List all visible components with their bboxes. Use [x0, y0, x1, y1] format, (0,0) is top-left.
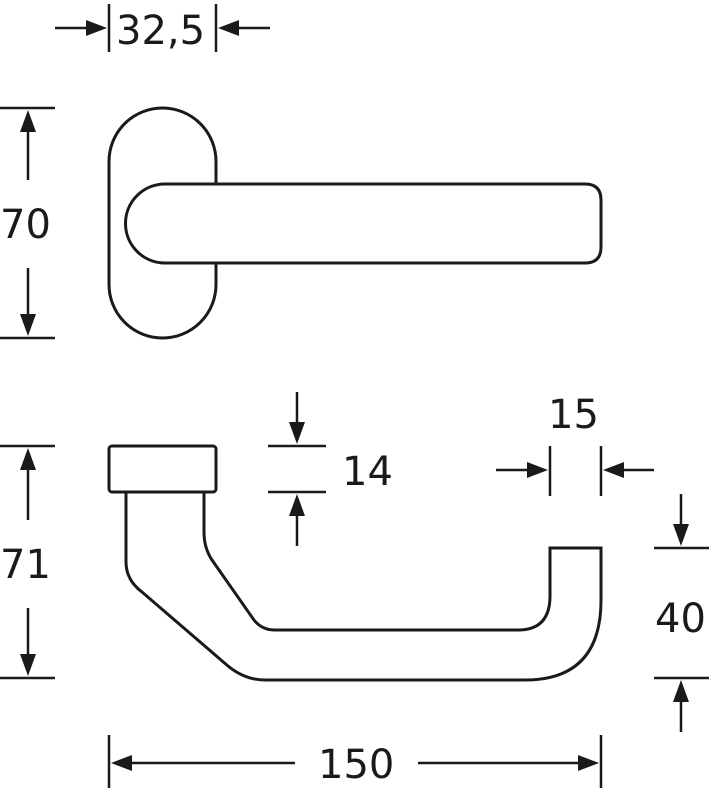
end-height-label: 40 — [655, 596, 706, 642]
grip-thickness-label: 14 — [342, 449, 393, 495]
total-length-dimension: 150 — [107, 735, 603, 788]
rose-width-dimension: 32,5 — [55, 4, 270, 54]
rose-height-label: 70 — [0, 202, 51, 248]
end-height-dimension: 40 — [654, 494, 709, 732]
arrow-up-icon — [20, 110, 36, 132]
rose-cap-side — [107, 444, 218, 494]
arrow-down-icon — [673, 524, 689, 546]
lever-side-body — [124, 488, 603, 682]
rose-width-label: 32,5 — [116, 8, 205, 54]
end-width-label: 15 — [548, 392, 599, 438]
rose-height-dimension: 70 — [0, 106, 55, 340]
total-height-dimension: 71 — [0, 444, 55, 680]
arrow-down-icon — [20, 314, 36, 336]
arrow-down-icon — [20, 654, 36, 676]
arrow-right-icon — [578, 755, 599, 771]
arrow-down-icon — [289, 422, 305, 444]
arrow-right-icon — [527, 462, 548, 478]
arrow-right-icon — [86, 20, 107, 36]
end-width-dimension: 15 — [496, 392, 654, 496]
arrow-up-icon — [289, 494, 305, 516]
arrow-up-icon — [20, 448, 36, 470]
arrow-left-icon — [111, 755, 132, 771]
side-view — [107, 444, 603, 682]
top-view — [107, 106, 603, 340]
arrow-left-icon — [603, 462, 624, 478]
total-height-label: 71 — [0, 542, 51, 588]
grip-thickness-dimension: 14 — [268, 392, 393, 546]
arrow-left-icon — [218, 20, 239, 36]
total-length-label: 150 — [318, 742, 394, 788]
arrow-up-icon — [673, 680, 689, 702]
lever-grip-top — [124, 182, 603, 265]
